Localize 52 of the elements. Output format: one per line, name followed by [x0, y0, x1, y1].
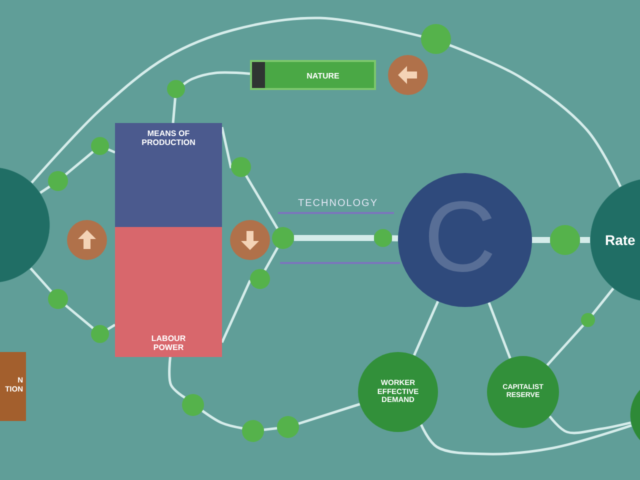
connector-line: [172, 98, 176, 124]
connector-line: [546, 324, 584, 366]
junction-dot: [421, 24, 451, 54]
node-label: LABOUR POWER: [151, 334, 186, 352]
connector-line: [107, 324, 116, 330]
process-box: [250, 60, 376, 90]
junction-dot: [581, 313, 595, 327]
connector-line: [64, 150, 94, 176]
connector-line: [30, 267, 52, 292]
connector-line: [413, 300, 440, 356]
connector-line: [488, 302, 512, 359]
connector-line: [591, 288, 614, 316]
node-label: MEANS OF PRODUCTION: [142, 128, 196, 148]
junction-dot: [272, 227, 294, 249]
connector-line: [168, 356, 186, 399]
connector-line: [392, 235, 398, 242]
junction-dot: [91, 325, 109, 343]
connector-line: [182, 71, 250, 86]
connector-line: [264, 246, 279, 271]
junction-dot: [550, 225, 580, 255]
stock-bar: [115, 123, 222, 227]
junction-dot: [48, 289, 68, 309]
band-label: TECHNOLOGY: [298, 199, 378, 209]
node-label: NATURE: [306, 71, 340, 81]
connector-line: [298, 402, 360, 425]
junction-dot: [167, 80, 185, 98]
connector-line: [294, 235, 374, 241]
connector-line: [449, 44, 622, 188]
connector-line: [108, 148, 116, 154]
connector-line: [245, 174, 278, 230]
process-box: [0, 352, 26, 421]
junction-dot: [48, 171, 68, 191]
stock-bar: [115, 227, 222, 357]
connector-line: [30, 16, 422, 184]
connector-line: [420, 424, 632, 456]
junction-dot: [277, 416, 299, 438]
junction-dot: [374, 229, 392, 247]
junction-dot: [91, 137, 109, 155]
connector-line: [548, 415, 632, 434]
connector-line: [220, 280, 252, 343]
connector-line: [580, 237, 590, 243]
junction-dot: [250, 269, 270, 289]
node-label: Rate: [605, 232, 636, 248]
junction-dot: [231, 157, 251, 177]
connector-line: [202, 410, 243, 430]
connector-line: [264, 427, 278, 431]
connector-line: [532, 237, 550, 243]
connector-line: [64, 304, 94, 330]
connector-line: [220, 126, 232, 168]
junction-dot: [182, 394, 204, 416]
junction-dot: [242, 420, 264, 442]
connector-line: [40, 186, 50, 194]
